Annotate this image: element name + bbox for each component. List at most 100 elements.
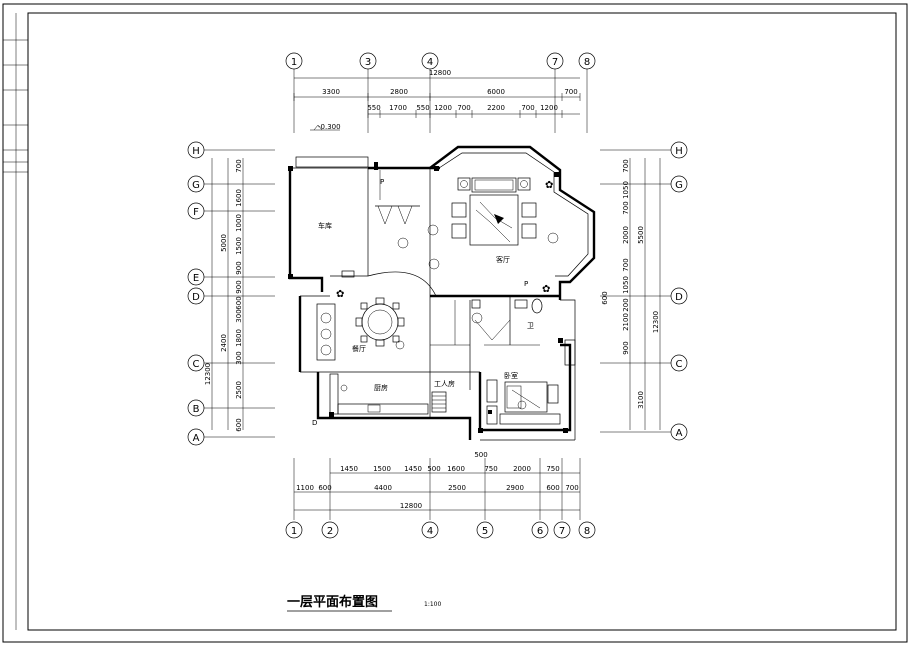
grid-bottom-5: 5 [482,526,488,537]
dining-label: 餐厅 [352,344,366,353]
dim-left-detail-7: 600 [235,296,243,309]
drawing-scale: 1:100 [424,601,441,608]
dim-top-detail-1: 550 [367,104,380,112]
kitchen: 厨房 D [300,371,472,440]
grid-left-b: B [193,404,200,415]
entry-area: P [367,162,440,297]
grid-left-e: E [193,273,199,284]
grid-top: 1 3 4 7 8 [285,52,596,133]
dim-left-detail-5: 900 [235,261,243,274]
mark-p: P [524,280,528,288]
dim-right-detail-5: 700 [622,258,630,271]
dim-bottom-detail-2: 1500 [373,465,391,473]
grid-right: H G D C A [600,141,688,441]
dim-left-detail-4: 1500 [235,237,243,255]
dim-left-detail-11: 2500 [235,381,243,399]
grid-left: H G F E D C B A [187,141,275,446]
dim-bottom-mid-2: 600 [318,484,331,492]
dim-left-detail-3: 1000 [235,214,243,232]
grid-bottom-7: 7 [559,526,565,537]
living-label: 客厅 [496,255,510,264]
dim-right-detail-2: 1050 [622,181,630,199]
dim-bottom-mid-3: 4400 [374,484,392,492]
grid-right-c: C [676,359,683,370]
dim-top-total: 12800 [429,69,451,77]
dim-top-detail-5: 700 [457,104,470,112]
dim-right-mid-2: 3100 [637,391,645,409]
dim-bottom-top-note: 500 [474,451,487,459]
bath-label: 卫 [527,322,534,330]
plant-icon: ✿ [336,289,344,300]
grid-left-a: A [193,433,200,444]
title-strip [3,13,28,630]
door-label-f: P [380,178,384,186]
inner-frame [27,12,897,631]
dim-bottom-detail-5: 1600 [447,465,465,473]
bottom-dimensions: 500 1450 1500 1450 500 1600 750 2000 750… [293,451,581,520]
grid-left-d: D [192,292,200,303]
grid-right-d: D [675,292,683,303]
stair-hall [429,294,560,418]
dim-bottom-detail-1: 1450 [340,465,358,473]
dim-right-detail-6: 1050 [622,276,630,294]
dim-left-detail-2: 1600 [235,189,243,207]
grid-bottom: 1 2 4 5 6 7 8 [285,521,596,539]
bedroom-label: 卧室 [504,371,518,380]
dim-right-mid-1: 5500 [637,226,645,244]
dim-right-detail-8: 2100 [622,313,630,331]
garage-label: 车库 [318,221,332,230]
dim-top-mid-1: 3300 [322,88,340,96]
dim-bottom-detail-4: 500 [427,465,440,473]
dim-bottom-total: 12800 [400,502,422,510]
bedroom: 卧室 [478,338,576,441]
grid-left-g: G [192,180,200,191]
grid-bottom-1: 1 [291,526,297,537]
dining-room: 餐厅 ✿ [298,270,405,372]
dim-left-mid-2: 2400 [220,334,228,352]
dim-bottom-detail-6: 750 [484,465,497,473]
dim-top-mid-2: 2800 [390,88,408,96]
plant-icon: ✿ [545,180,553,191]
dim-left-detail-9: 1800 [235,329,243,347]
dim-bottom-mid-5: 2900 [506,484,524,492]
dim-top-detail-7: 700 [521,104,534,112]
grid-right-g: G [675,180,683,191]
grid-top-8: 8 [584,57,590,68]
top-dimensions: 12800 3300 2800 6000 700 550 1700 550 12… [293,69,581,131]
right-dimensions: 700 1050 700 2000 700 1050 200 2100 900 … [601,158,661,430]
dim-bottom-mid-4: 2500 [448,484,466,492]
dim-right-detail-9: 900 [622,341,630,354]
grid-bottom-4: 4 [427,526,433,537]
dim-bottom-mid-6: 600 [546,484,559,492]
garage: 车库 [288,156,369,292]
grid-left-h: H [192,146,200,157]
left-dimensions: 12300 5000 2400 700 1600 1000 1500 900 9… [204,158,244,432]
dim-left-detail-1: 700 [235,159,243,172]
dim-bottom-mid-1: 1100 [296,484,314,492]
dim-bottom-mid-7: 700 [565,484,578,492]
dim-left-mid-1: 5000 [220,234,228,252]
drawing-title: 一层平面布置图 [287,594,378,610]
grid-top-1: 1 [291,57,297,68]
bath: 卫 P [509,280,543,345]
dim-right-detail-4: 2000 [622,226,630,244]
dim-top-detail-6: 2200 [487,104,505,112]
plant-icon: ✿ [542,284,550,295]
dim-top-detail-2: 1700 [389,104,407,112]
dim-bottom-detail-3: 1450 [404,465,422,473]
dim-bottom-detail-8: 750 [546,465,559,473]
dim-top-detail-3: 550 [416,104,429,112]
floor-plan: 车库 P [288,145,596,441]
dim-top-detail-8: 1200 [540,104,558,112]
maid-room: 工人房 [430,371,480,413]
level-mark: -0.300 [318,123,341,131]
door-label-d: D [312,419,317,427]
dim-top-detail-4: 1200 [434,104,452,112]
dim-left-detail-12: 600 [235,418,243,431]
grid-left-f: F [193,207,199,218]
grid-left-c: C [193,359,200,370]
dim-left-detail-8: 300 [235,309,243,322]
outer-frame [2,3,908,643]
grid-bottom-8: 8 [584,526,590,537]
grid-right-a: A [676,428,683,439]
